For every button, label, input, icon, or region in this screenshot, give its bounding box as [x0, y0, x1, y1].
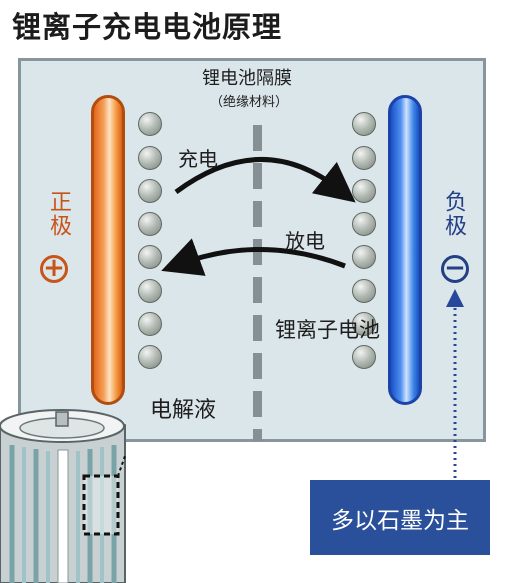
page-title: 锂离子充电电池原理 [12, 10, 283, 44]
lithium-ion [352, 312, 376, 336]
lithium-ion [138, 212, 162, 236]
lithium-ion [138, 345, 162, 369]
positive-symbol: + [40, 255, 68, 283]
charge-arrow [174, 157, 356, 203]
separator-note: （绝缘材料） [210, 95, 289, 110]
ion-label-text: 锂离子电池 [275, 318, 380, 342]
lithium-ion [138, 312, 162, 336]
anode-material-text: 多以石墨为主 [331, 507, 469, 534]
lithium-ion [138, 112, 162, 136]
lithium-ion [352, 345, 376, 369]
lithium-ion [352, 279, 376, 303]
charge-label: 充电 [178, 147, 218, 171]
lithium-ion [138, 279, 162, 303]
discharge-label: 放电 [285, 229, 325, 253]
positive-label: 正极 [46, 190, 71, 238]
negative-label: 负极 [441, 190, 466, 238]
negative-electrode [388, 95, 422, 405]
lithium-ion [138, 179, 162, 203]
electrolyte-label: 电解液 [150, 398, 217, 423]
lithium-ion [352, 146, 376, 170]
positive-electrode [91, 95, 125, 405]
anode-material-callout: 多以石墨为主 [310, 480, 490, 555]
discharge-arrow [161, 238, 346, 276]
lithium-ion [352, 245, 376, 269]
lithium-ion [352, 212, 376, 236]
separator-label: 锂电池隔膜 [202, 68, 292, 89]
ion-label: 锂离子电池 [275, 318, 380, 428]
battery-cutaway-illustration [0, 409, 126, 583]
lithium-ion [138, 146, 162, 170]
lithium-ion [352, 112, 376, 136]
negative-symbol: − [441, 255, 469, 283]
